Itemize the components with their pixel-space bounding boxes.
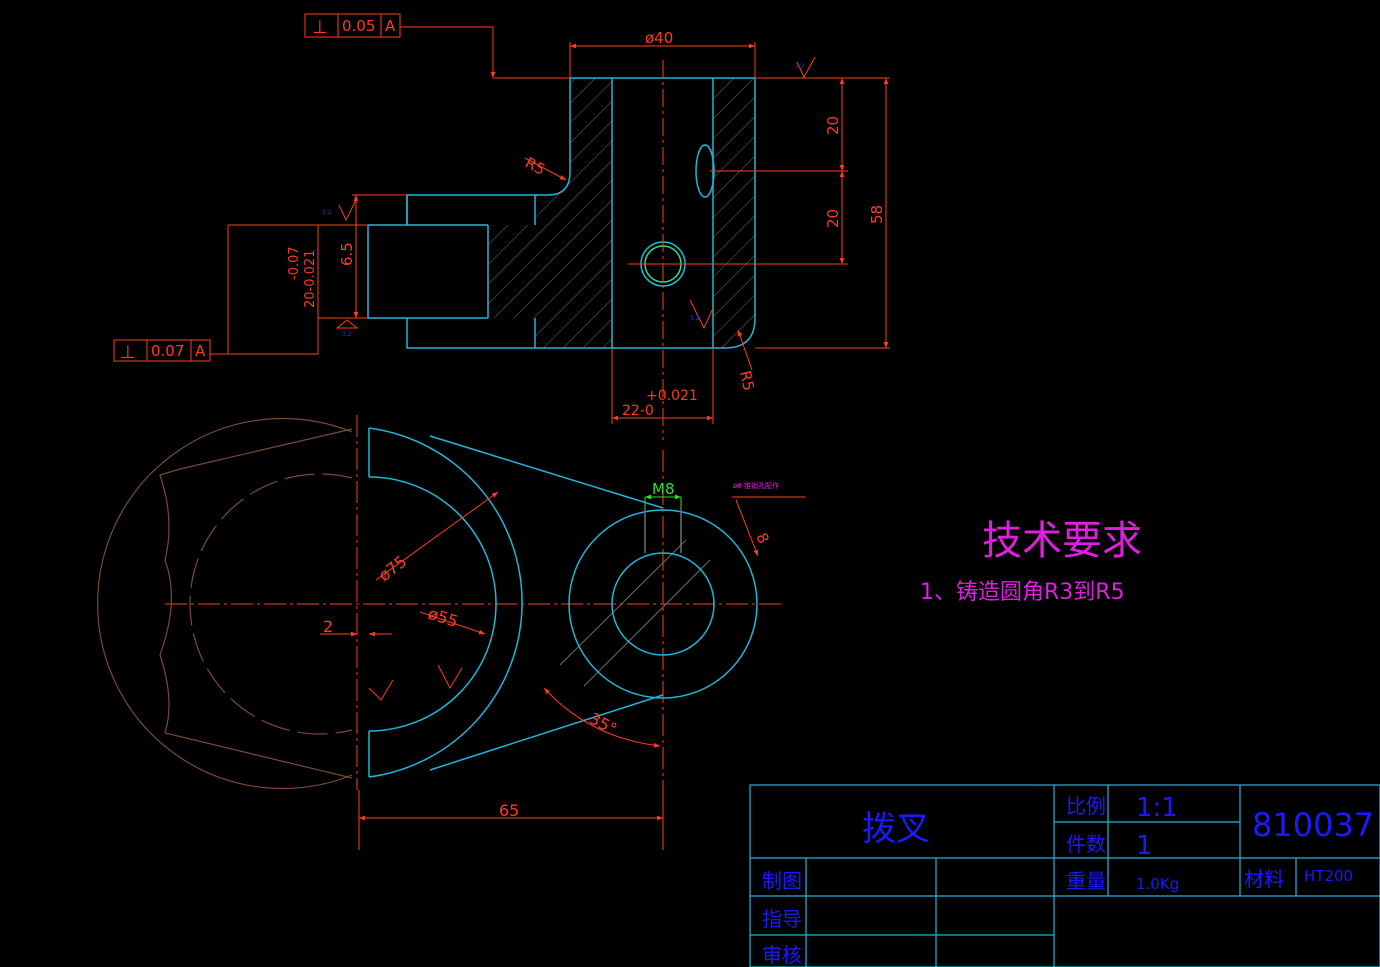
dim-depth-8: 8	[752, 530, 772, 546]
tol-left-symbol: ⊥	[120, 342, 136, 363]
svg-text:3.2: 3.2	[795, 63, 805, 70]
dim-height-20-lower: 20	[824, 209, 842, 228]
drawn-label: 制图	[762, 869, 802, 893]
material-value: HT200	[1304, 867, 1353, 885]
dim-dia-55: ø55	[426, 604, 461, 631]
weight-label: 重量	[1066, 869, 1106, 893]
fork-inner-arc	[368, 476, 497, 732]
hatch-left-wall	[488, 78, 612, 348]
top-plan-view: ø75 ø55 2 M8 8 35° 65 ø8 锥销孔配作	[97, 415, 806, 850]
material-label: 材料	[1244, 867, 1284, 891]
tol-top-symbol: ⊥	[312, 17, 328, 38]
dim-bore-lower: 22-0	[622, 403, 654, 419]
dim-bore-upper: +0.021	[646, 388, 698, 404]
hub-outer	[568, 509, 758, 699]
review-label: 审核	[762, 943, 802, 967]
part-name: 拨叉	[862, 809, 930, 849]
hatch-right-wall	[713, 78, 755, 348]
dim-angle-35: 35°	[586, 709, 620, 739]
dim-slot-6-5: 6.5	[338, 242, 356, 266]
tol-left-value: 0.07	[151, 342, 184, 360]
dim-slot-tol-upper: -0.07	[287, 246, 302, 280]
tol-top-value: 0.05	[342, 17, 375, 35]
hub-inner	[611, 552, 715, 656]
svg-text:3.2: 3.2	[322, 209, 332, 216]
notes-title: 技术要求	[982, 518, 1142, 564]
tol-left-datum: A	[195, 342, 206, 360]
weight-value: 1.0Kg	[1136, 875, 1179, 893]
dim-r5-lower: R5	[736, 369, 758, 392]
fork-outer-arc	[368, 427, 523, 778]
scale-value: 1:1	[1136, 793, 1178, 823]
dim-length-65: 65	[499, 801, 519, 820]
dim-dia-75: ø75	[375, 552, 410, 586]
scale-label: 比例	[1066, 794, 1106, 818]
dim-offset-2: 2	[323, 617, 333, 636]
title-block	[749, 784, 1380, 967]
notes-item-1: 1、铸造圆角R3到R5	[920, 580, 1125, 605]
dim-height-20-upper: 20	[824, 116, 842, 135]
svg-text:3.2: 3.2	[690, 315, 700, 322]
dim-dia-40: ø40	[645, 29, 673, 47]
dim-slot-tol-lower: 20-0.021	[303, 250, 318, 308]
tol-top-datum: A	[385, 17, 396, 35]
guide-label: 指导	[762, 907, 802, 931]
dim-height-58: 58	[868, 205, 886, 224]
svg-text:3.2: 3.2	[342, 331, 352, 338]
quantity-value: 1	[1136, 831, 1153, 861]
hole-note: ø8 锥销孔配作	[733, 481, 779, 490]
dim-r5-upper: R5	[522, 154, 548, 179]
drawing-number: 810037	[1252, 806, 1374, 844]
dim-thread-m8: M8	[652, 480, 675, 498]
quantity-label: 件数	[1066, 832, 1106, 856]
front-section-view: 3.2 3.2 3.2 3.2 ⊥ 0.05 A ⊥ 0.07 A ø40 R5…	[113, 13, 890, 440]
